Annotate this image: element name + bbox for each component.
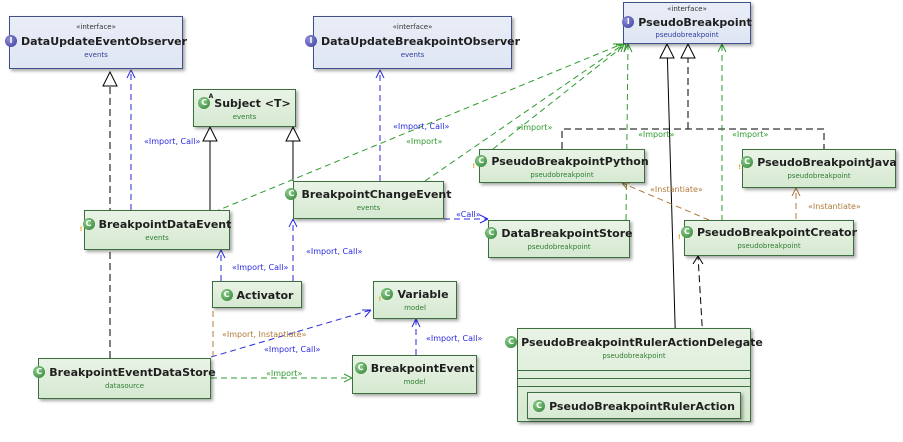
class-icon: C [33,366,46,378]
package-label: pseudobreakpoint [787,172,851,180]
edge-label-import: «Import» [266,369,303,378]
package-label: pseudobreakpoint [527,243,591,251]
node-name: BreakpointChangeEvent [301,187,452,201]
interface-icon: I [622,16,635,28]
node-name: PseudoBreakpoint [638,15,752,29]
package-label: events [84,51,108,59]
stereotype: «interface» [392,23,433,31]
node-name: PseudoBreakpointJava [757,155,897,169]
class-icon: C! [378,288,394,303]
interface-icon: I [304,35,317,47]
edge-label-instantiate: «Instantiate» [650,185,703,194]
class-icon: C [505,336,518,348]
package-label: datasource [104,382,144,390]
edge-label-call: «Call» [456,210,481,219]
edge-label-import-call: «Import, Call» [144,137,201,146]
interface-icon: I [5,35,17,47]
interface-data-update-event-observer[interactable]: «interface» I DataUpdateEventObserver eve… [5,16,187,69]
class-pseudo-breakpoint-python[interactable]: C!PseudoBreakpointPython pseudobreakpoin… [472,149,649,183]
class-pseudo-breakpoint-java[interactable]: C!PseudoBreakpointJava pseudobreakpoint [738,149,897,188]
class-icon: C! [678,226,693,241]
edge-label-import: «Import» [516,123,553,132]
class-icon: C [533,400,546,412]
package-label: pseudobreakpoint [655,31,719,39]
node-name: Subject <T> [214,96,291,110]
node-name: PseudoBreakpointPython [491,154,649,168]
edge-label-import: «Import» [732,130,769,139]
node-name: DataUpdateEventObserver [21,34,188,48]
class-breakpoint-data-event[interactable]: C!BreakpointDataEvent events [80,210,232,250]
edge-label-import-call: «Import, Call» [306,247,363,256]
package-label: events [145,234,169,242]
node-name: Activator [236,288,294,302]
node-name: PseudoBreakpointRulerActionDelegate [521,335,763,349]
class-icon: C [485,227,498,239]
node-name: BreakpointEvent [370,361,475,375]
edge-label-import-call: «Import, Call» [232,263,289,272]
class-icon: C! [80,218,95,233]
node-name: DataUpdateBreakpointObserver [320,34,521,48]
edge-label-import: «Import» [638,130,675,139]
edge-label-instantiate: «Instantiate» [808,202,861,211]
node-name: BreakpointEventDataStore [49,365,216,379]
stereotype: «interface» [76,23,116,31]
class-icon: C [220,289,233,301]
package-label: pseudobreakpoint [602,352,666,360]
class-variable[interactable]: C!Variable model [373,281,457,319]
package-label: pseudobreakpoint [530,171,594,179]
package-label: model [404,304,426,312]
class-pseudo-breakpoint-creator[interactable]: C!PseudoBreakpointCreator pseudobreakpoi… [678,220,858,256]
edge-label-import-call: «Import, Call» [426,334,483,343]
class-icon: C! [472,155,488,170]
compartment-divider [518,386,750,387]
package-label: events [356,204,381,212]
class-icon: C! [738,156,754,171]
edge-label-import-instantiate: «Import, Instantiate» [222,330,307,339]
package-label: pseudobreakpoint [737,242,801,250]
package-label: events [232,113,257,121]
package-label: events [400,51,425,59]
class-icon: C [285,188,298,200]
edge-label-import: «Import» [406,137,443,146]
edge-label-import-call: «Import, Call» [264,345,321,354]
compartment-divider [518,370,750,371]
compartment-divider [518,378,750,379]
class-icon: C [354,362,367,374]
node-name: BreakpointDataEvent [98,217,232,231]
edge-label-import-call: «Import, Call» [393,122,450,131]
node-name: DataBreakpointStore [501,226,633,240]
package-label: model [403,378,426,386]
node-name: Variable [397,287,449,301]
node-name: PseudoBreakpointRulerAction [549,399,735,413]
stereotype: «interface» [667,5,707,13]
node-name: PseudoBreakpointCreator [696,225,858,239]
